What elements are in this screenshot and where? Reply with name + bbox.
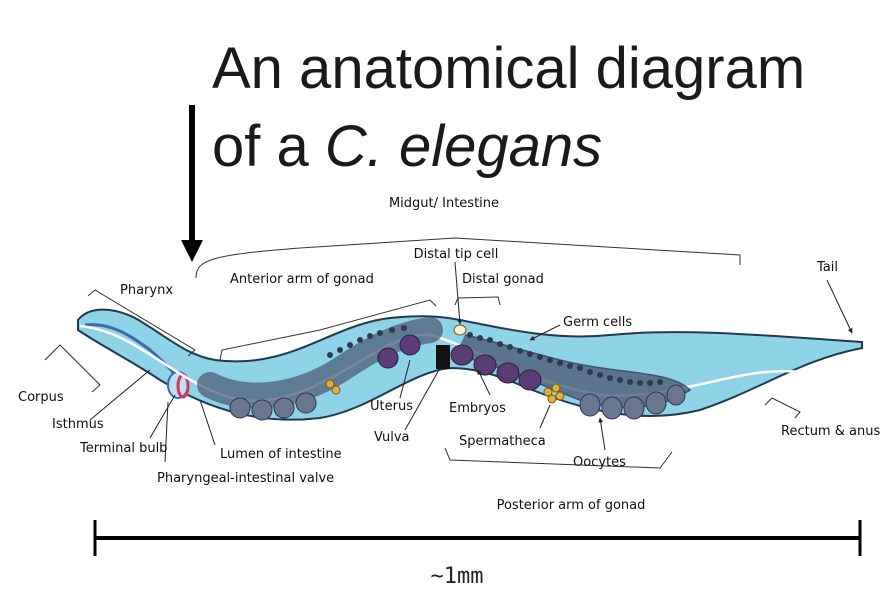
label-spermatheca: Spermatheca [459,434,546,449]
leader-distal-tip [455,262,460,324]
label-anterior-arm: Anterior arm of gonad [230,272,374,287]
label-corpus: Corpus [18,390,64,405]
pointer-arrow [181,105,203,262]
leader-terminal-bulb [150,395,175,438]
bracket-corpus [45,345,100,392]
label-midgut: Midgut/ Intestine [389,196,499,211]
label-germ-cells: Germ cells [563,315,632,330]
leader-lumen [200,400,215,445]
label-isthmus: Isthmus [52,417,104,432]
label-lumen: Lumen of intestine [220,447,342,462]
label-terminal-bulb: Terminal bulb [79,441,167,456]
label-pharynx: Pharynx [120,283,173,298]
label-distal-tip-cell: Distal tip cell [414,247,499,262]
scale-bar-label: ~1mm [431,564,484,589]
label-oocytes: Oocytes [573,455,626,470]
label-posterior-arm: Posterior arm of gonad [497,498,646,513]
label-rectum: Rectum & anus [781,424,880,439]
scale-bar [95,520,860,556]
label-tail: Tail [816,260,838,275]
distal-tip-cell-shape [454,325,466,335]
leader-oocytes [600,418,605,450]
label-embryos: Embryos [449,401,506,416]
bracket-distal-gonad [455,297,500,305]
bracket-posterior-arm [445,448,672,468]
leader-spermatheca [540,405,550,428]
label-pharyngeal-valve: Pharyngeal-intestinal valve [157,471,334,486]
label-distal-gonad: Distal gonad [462,272,544,287]
vulva-shape [436,345,450,369]
label-uterus: Uterus [370,399,413,414]
label-vulva: Vulva [374,430,410,445]
leader-isthmus [90,370,150,420]
bracket-rectum [765,398,800,418]
leader-tail [827,280,852,333]
